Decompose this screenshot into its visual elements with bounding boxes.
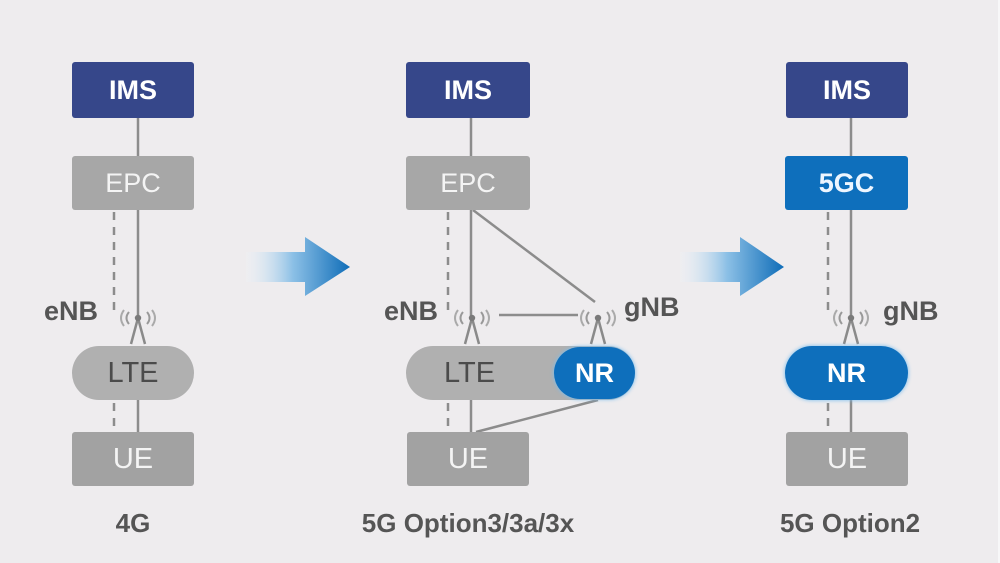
ims-box: IMS xyxy=(406,62,530,118)
gnb-antenna-icon xyxy=(832,308,870,346)
lte-radio-pill: LTE xyxy=(72,346,194,400)
gnb-antenna-icon xyxy=(579,308,617,346)
gnb-label: gNB xyxy=(883,296,939,326)
caption-4g: 4G xyxy=(115,508,151,538)
enb-label: eNB xyxy=(44,296,99,326)
column-option3-links xyxy=(446,118,617,434)
link-epc-gnb xyxy=(472,209,596,303)
arrow-right-icon xyxy=(680,237,784,296)
enb-label: eNB xyxy=(384,296,439,326)
nr-radio-pill: NR xyxy=(785,346,908,400)
ims-box: IMS xyxy=(72,62,194,118)
epc-box: EPC xyxy=(406,156,530,210)
ims-box: IMS xyxy=(786,62,908,118)
epc-box: EPC xyxy=(72,156,194,210)
5gc-box: 5GC xyxy=(785,156,908,210)
ue-box: UE xyxy=(786,432,908,486)
enb-antenna-icon xyxy=(119,308,157,346)
gnb-label: gNB xyxy=(624,292,680,322)
caption-option3: 5G Option3/3a/3x xyxy=(361,508,575,538)
link-nr-ue xyxy=(475,398,599,434)
ue-box: UE xyxy=(407,432,529,486)
nr-radio-pill: NR xyxy=(554,347,635,399)
arrow-right-icon xyxy=(246,237,350,296)
enb-antenna-icon xyxy=(453,308,491,346)
column-option2-links xyxy=(826,118,870,432)
caption-option2: 5G Option2 xyxy=(779,508,921,538)
column-4g-links xyxy=(112,118,157,432)
ue-box: UE xyxy=(72,432,194,486)
